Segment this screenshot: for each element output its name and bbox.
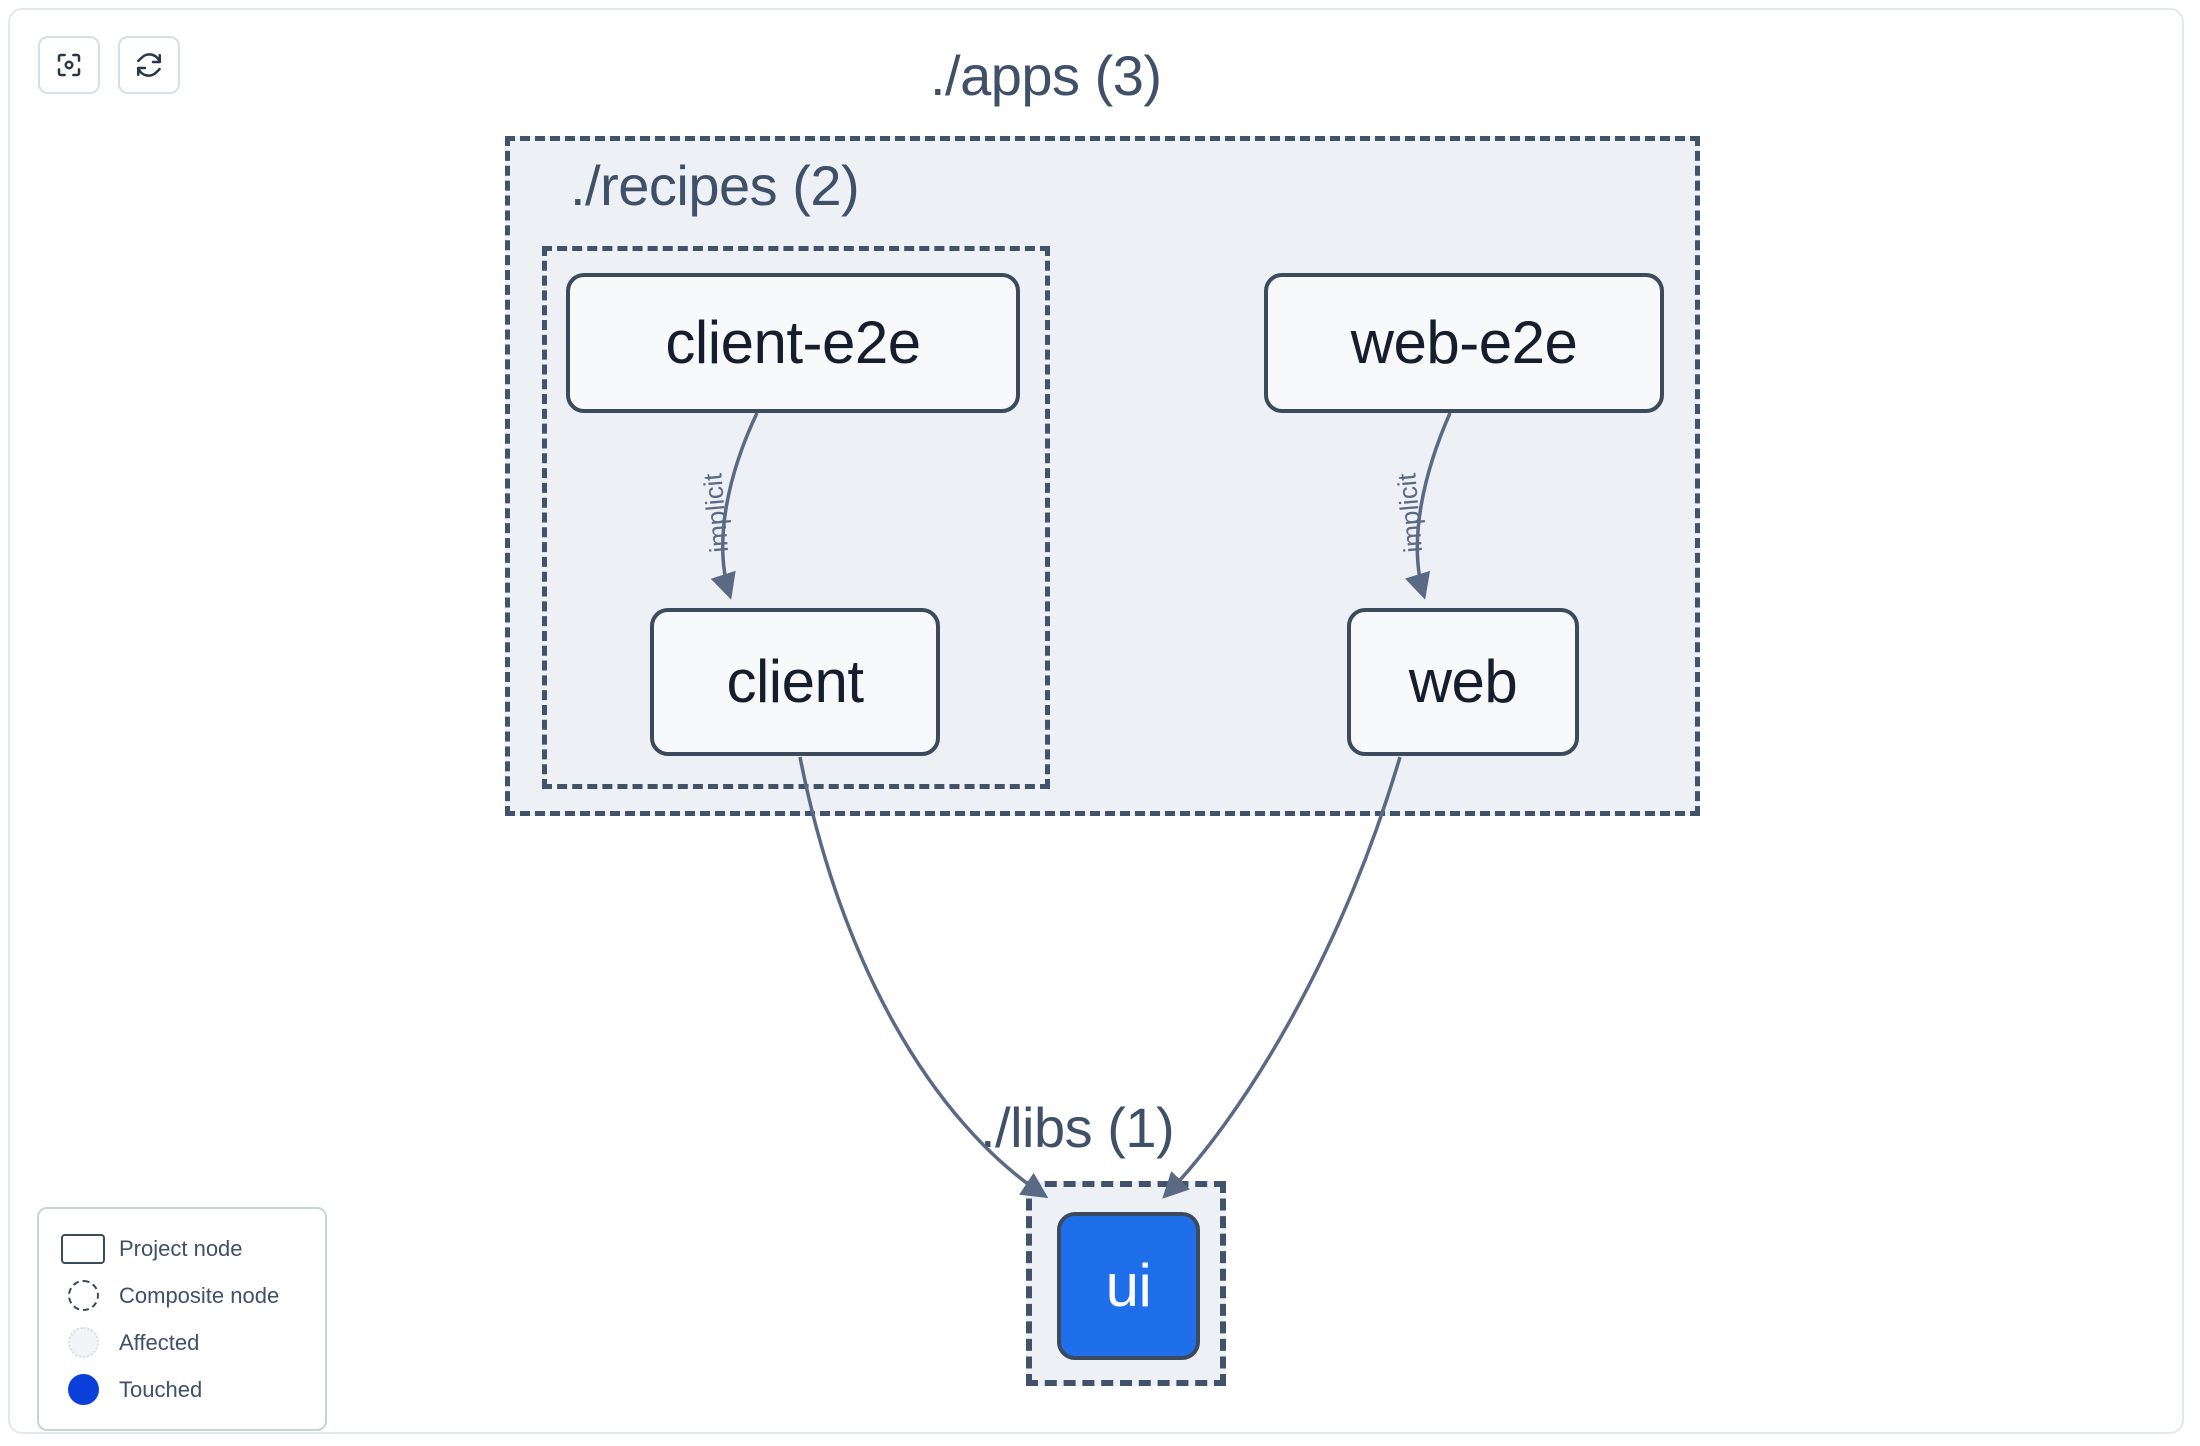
edge-label-client-e2e-to-client: implicit (697, 472, 735, 554)
graph-legend: Project node Composite node Affected Tou… (37, 1207, 327, 1431)
legend-label: Touched (119, 1376, 203, 1402)
touched-swatch (57, 1374, 109, 1405)
node-label: web (1408, 648, 1518, 715)
edge-web-e2e-to-web (1404, 412, 1452, 600)
node-label: client (726, 648, 864, 715)
legend-label: Project node (119, 1235, 243, 1261)
legend-item-affected: Affected (57, 1319, 307, 1366)
focus-graph-button[interactable] (38, 36, 100, 94)
legend-label: Composite node (119, 1282, 280, 1308)
node-ui[interactable]: ui (1057, 1212, 1200, 1360)
node-label: web-e2e (1350, 309, 1578, 376)
node-client[interactable]: client (650, 608, 940, 756)
affected-swatch (57, 1327, 109, 1358)
edge-client-to-ui (798, 756, 1049, 1199)
legend-item-project-node: Project node (57, 1225, 307, 1272)
edge-web-to-ui (1162, 756, 1402, 1199)
focus-target-icon (54, 50, 84, 80)
node-client-e2e[interactable]: client-e2e (566, 273, 1020, 413)
composite-node-swatch (57, 1280, 109, 1311)
project-node-swatch (57, 1233, 109, 1264)
refresh-graph-button[interactable] (118, 36, 180, 94)
edge-label-web-e2e-to-web: implicit (1391, 472, 1429, 554)
group-label-recipes: ./recipes (2) (570, 154, 860, 217)
node-label: client-e2e (665, 309, 921, 376)
legend-item-composite-node: Composite node (57, 1272, 307, 1319)
node-web-e2e[interactable]: web-e2e (1264, 273, 1664, 413)
group-label-libs: ./libs (1) (980, 1096, 1175, 1159)
edge-client-e2e-to-client (710, 412, 759, 600)
legend-item-touched: Touched (57, 1366, 307, 1413)
node-label: ui (1105, 1252, 1152, 1319)
graph-toolbar (38, 36, 180, 94)
node-web[interactable]: web (1347, 608, 1579, 756)
group-label-apps: ./apps (3) (930, 44, 1162, 107)
legend-label: Affected (119, 1329, 200, 1355)
refresh-icon (134, 50, 164, 80)
